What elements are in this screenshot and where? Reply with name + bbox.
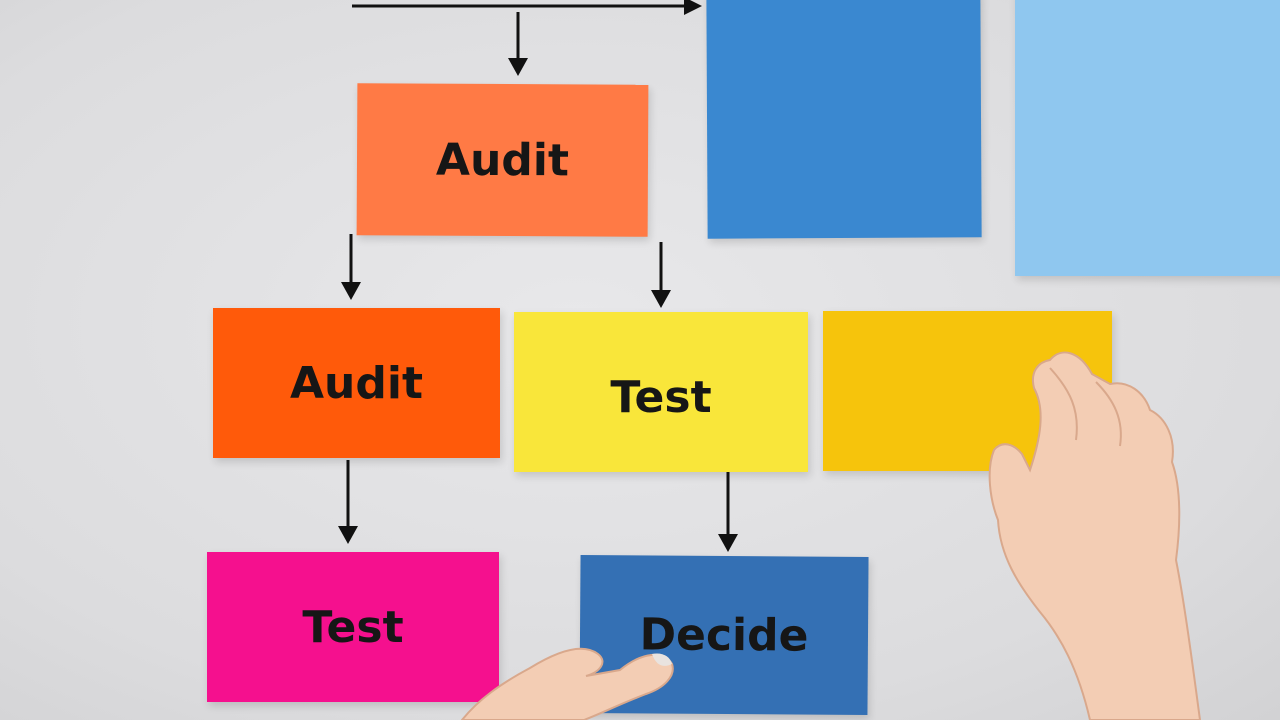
note-test-bottom: Test: [207, 552, 499, 702]
arrow-to-audit-left: [341, 234, 361, 300]
arrow-to-test-middle: [651, 242, 671, 308]
arrow-to-test-bottom: [338, 460, 358, 544]
note-test-middle: Test: [514, 312, 808, 472]
arrow-to-audit-top: [508, 12, 528, 76]
arrow-to-decide: [718, 472, 738, 552]
blank-light-blue-note: [1015, 0, 1280, 276]
note-audit-left: Audit: [213, 308, 500, 458]
arrow-top-right: [352, 0, 702, 15]
